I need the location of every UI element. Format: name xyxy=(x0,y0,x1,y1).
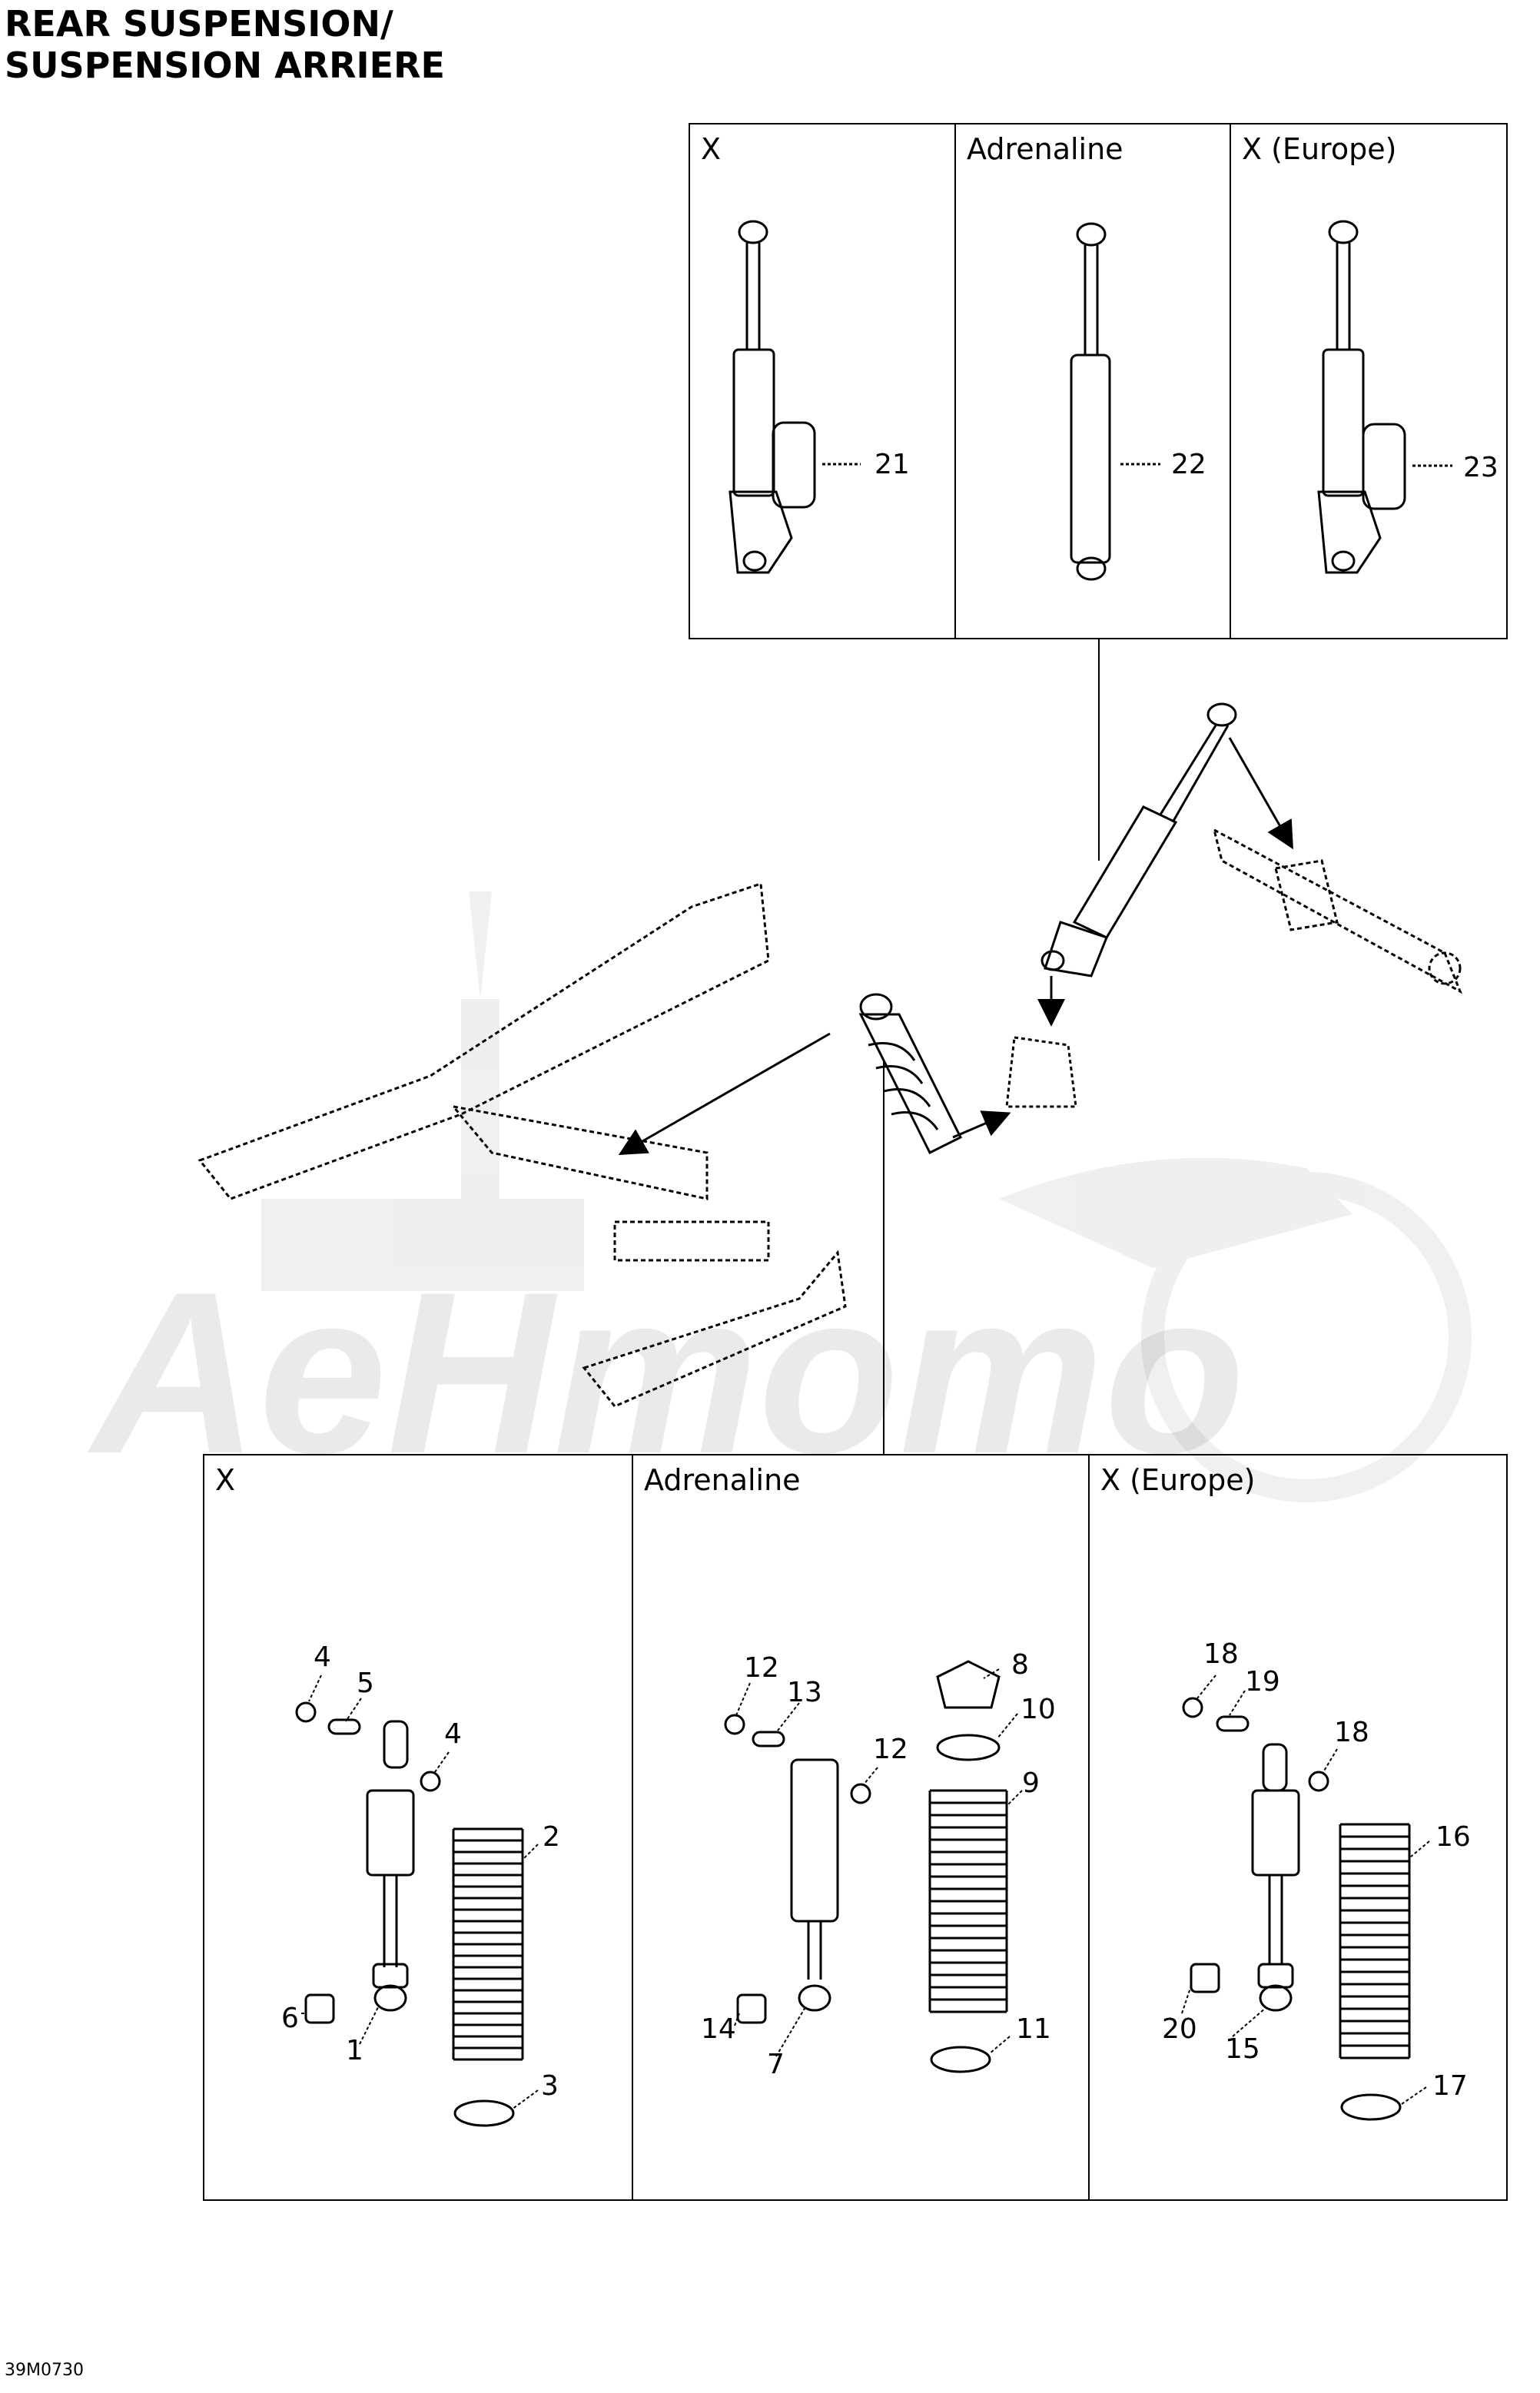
callout-10: 10 xyxy=(1021,1694,1056,1725)
callout-leaders xyxy=(301,1668,1430,2110)
figure-reference: 39M0730 xyxy=(5,2361,84,2380)
callout-1: 1 xyxy=(346,2035,363,2066)
watermark-text: AeHmomo xyxy=(85,1243,1246,1502)
callout-12a: 12 xyxy=(744,1652,779,1684)
callout-20: 20 xyxy=(1162,2013,1197,2045)
left-rail xyxy=(197,881,770,1200)
callout-16: 16 xyxy=(1435,1821,1471,1853)
callout-22: 22 xyxy=(1171,449,1206,480)
top-column-x-europe: X (Europe) xyxy=(1231,124,1509,638)
x-spring xyxy=(452,1827,524,2127)
top-column-x-label: X xyxy=(701,132,722,166)
title-line-1: REAR SUSPENSION/ xyxy=(5,3,393,45)
top-column-adrenaline: Adrenaline xyxy=(956,124,1231,638)
callout-18a: 18 xyxy=(1203,1638,1239,1670)
callout-6: 6 xyxy=(281,2003,299,2034)
x-europe-shock-assembly xyxy=(1182,1697,1329,2012)
callout-4b: 4 xyxy=(444,1718,462,1750)
adrenaline-spring xyxy=(928,1660,1008,2073)
swing-arm-detail xyxy=(1212,828,1462,994)
right-rail xyxy=(582,1250,847,1408)
main-rear-shock xyxy=(1040,702,1237,977)
callout-2: 2 xyxy=(543,1821,560,1853)
callout-5: 5 xyxy=(357,1668,374,1699)
callout-19: 19 xyxy=(1245,1666,1280,1698)
callout-9: 9 xyxy=(1022,1767,1040,1799)
shock-absorber-23 xyxy=(1317,220,1452,574)
top-column-adrenaline-label: Adrenaline xyxy=(967,132,1123,166)
top-variant-panel: X Adrenaline X (Europe) xyxy=(689,123,1508,639)
callout-23: 23 xyxy=(1463,452,1499,483)
callout-14: 14 xyxy=(701,2013,736,2045)
top-column-x: X xyxy=(690,124,956,638)
callout-3: 3 xyxy=(541,2070,559,2102)
page-title: REAR SUSPENSION/ SUSPENSION ARRIERE xyxy=(5,3,445,86)
callout-17: 17 xyxy=(1432,2070,1468,2102)
callout-7: 7 xyxy=(767,2049,785,2080)
callout-15: 15 xyxy=(1225,2033,1260,2065)
bottom-column-x-label: X xyxy=(215,1463,236,1497)
callout-18b: 18 xyxy=(1334,1717,1369,1748)
x-shock-assembly xyxy=(295,1701,441,2024)
callout-4a: 4 xyxy=(314,1641,331,1673)
bottom-column-x: X xyxy=(204,1455,633,2199)
shock-absorber-22 xyxy=(1070,222,1160,581)
front-arm xyxy=(450,1104,770,1262)
callout-12b: 12 xyxy=(873,1734,908,1765)
callout-8: 8 xyxy=(1011,1649,1029,1681)
spring-shock-coil xyxy=(858,993,963,1155)
bottom-column-x-europe-label: X (Europe) xyxy=(1100,1463,1256,1497)
title-line-2: SUSPENSION ARRIERE xyxy=(5,45,445,86)
bottom-column-adrenaline: Adrenaline xyxy=(633,1455,1090,2199)
bottom-column-adrenaline-label: Adrenaline xyxy=(644,1463,801,1497)
bottom-variant-panel: X Adrenaline X (Europe) xyxy=(203,1454,1508,2201)
top-column-x-europe-label: X (Europe) xyxy=(1242,132,1397,166)
x-europe-spring xyxy=(1339,1823,1411,2121)
bottom-column-x-europe: X (Europe) xyxy=(1090,1455,1509,2199)
callout-13: 13 xyxy=(787,1677,822,1708)
callout-11: 11 xyxy=(1016,2013,1051,2045)
shock-absorber-21 xyxy=(729,220,861,574)
callout-21: 21 xyxy=(875,449,910,480)
adrenaline-shock-assembly xyxy=(724,1714,871,2024)
rocker-link xyxy=(1005,1036,1077,1108)
